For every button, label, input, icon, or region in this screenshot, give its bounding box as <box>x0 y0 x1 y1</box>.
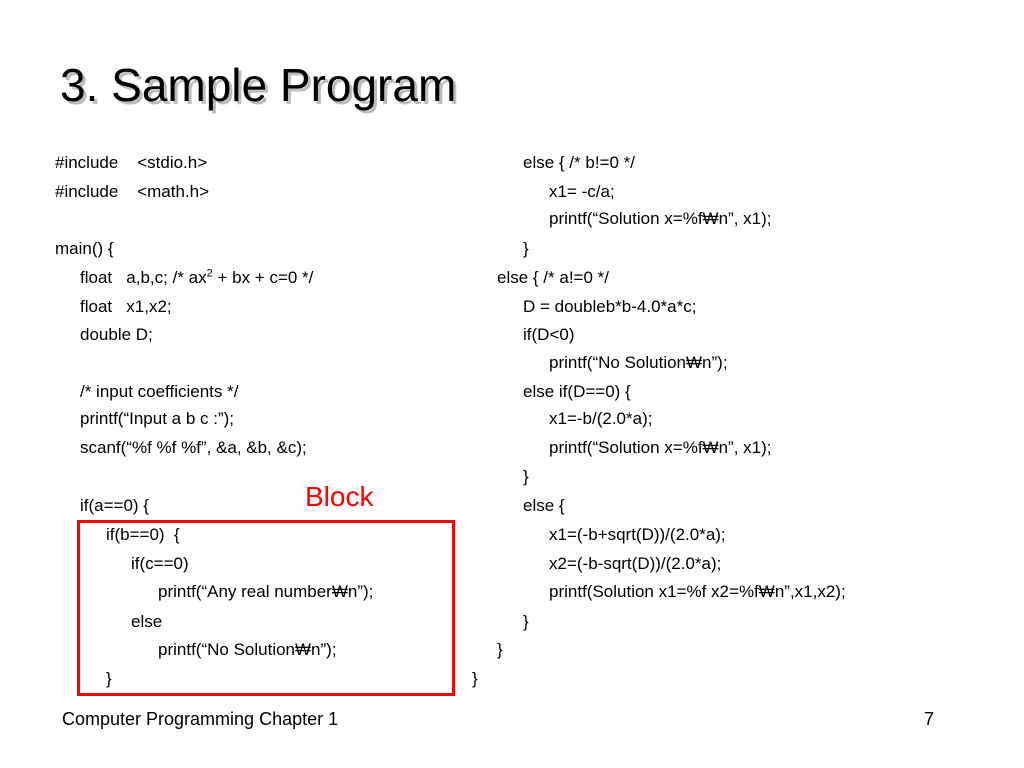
code-line: /* input coefficients */ <box>80 382 239 401</box>
code-line: else if(D==0) { <box>523 382 631 401</box>
code-line: } <box>523 612 529 631</box>
code-line: main() { <box>55 239 114 258</box>
code-line: float x1,x2; <box>80 297 172 316</box>
code-line: else { /* a!=0 */ <box>497 268 609 287</box>
footer-course-title: Computer Programming Chapter 1 <box>62 709 339 729</box>
code-line: x1= -c/a; <box>549 182 615 201</box>
code-line: } <box>523 239 529 258</box>
code-line: if(b==0) { <box>106 525 180 544</box>
code-line: printf(“Any real number₩n”); <box>158 582 374 601</box>
footer-page-number: 7 <box>924 709 935 729</box>
code-line: printf(“Solution x=%f₩n”, x1); <box>549 209 772 228</box>
code-line: printf(“No Solution₩n”); <box>549 353 728 372</box>
code-line: printf(“Input a b c :”); <box>80 409 234 428</box>
code-fragment: + bx + c=0 */ <box>212 268 314 287</box>
code-line: printf(“Solution x=%f₩n”, x1); <box>549 438 772 457</box>
code-line: if(D<0) <box>523 325 575 344</box>
superscript: 2 <box>206 267 213 280</box>
code-line: if(c==0) <box>131 554 189 573</box>
code-line: #include <math.h> <box>55 182 210 201</box>
code-line: #include <stdio.h> <box>55 153 208 172</box>
code-line: else <box>131 612 163 631</box>
code-line: if(a==0) { <box>80 496 149 515</box>
code-line: float a,b,c; /* ax2 + bx + c=0 */ <box>80 268 313 288</box>
code-line: x2=(-b-sqrt(D))/(2.0*a); <box>549 554 722 573</box>
code-line: } <box>472 669 478 688</box>
code-line: printf(Solution x1=%f x2=%f₩n”,x1,x2); <box>549 582 846 601</box>
code-line: } <box>523 467 529 486</box>
code-line: printf(“No Solution₩n”); <box>158 640 337 659</box>
block-highlight-box <box>77 520 455 696</box>
code-line: x1=(-b+sqrt(D))/(2.0*a); <box>549 525 726 544</box>
code-line: } <box>497 640 503 659</box>
code-line: scanf(“%f %f %f”, &a, &b, &c); <box>80 438 307 457</box>
block-label: Block <box>305 481 374 512</box>
code-line: } <box>106 669 112 688</box>
code-fragment: float a,b,c; /* ax <box>80 268 207 287</box>
slide-title: 3. Sample Program <box>60 59 457 111</box>
code-line: D = doubleb*b-4.0*a*c; <box>523 297 697 316</box>
code-line: x1=-b/(2.0*a); <box>549 409 653 428</box>
code-line: double D; <box>80 325 153 344</box>
code-line: else { /* b!=0 */ <box>523 153 635 172</box>
code-line: else { <box>523 496 565 515</box>
